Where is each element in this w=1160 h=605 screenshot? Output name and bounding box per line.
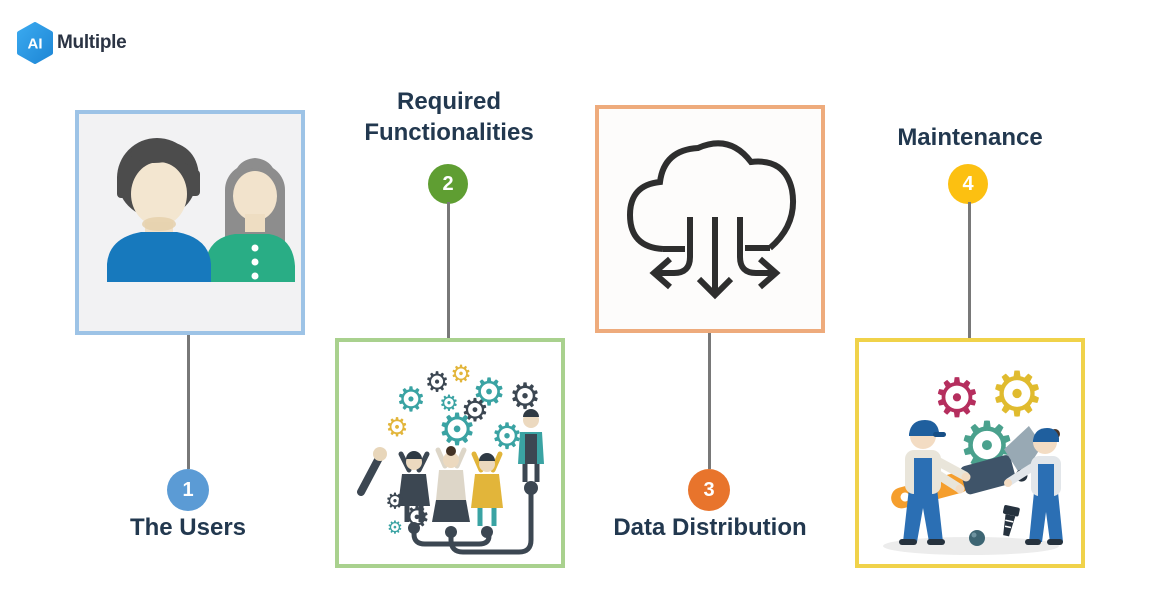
two-users-illustration <box>107 138 295 282</box>
step-2-number-badge: 2 <box>428 164 468 204</box>
step-1-number-badge: 1 <box>167 469 209 511</box>
logo-brand-name: Multiple <box>57 32 127 53</box>
logo-hexagon-icon: AI <box>17 22 53 64</box>
step-3-label: Data Distribution <box>613 514 807 541</box>
connector-line-3 <box>708 333 711 469</box>
users-box <box>75 110 305 335</box>
svg-text:⚙: ⚙ <box>385 413 408 443</box>
connector-line-4 <box>968 202 971 338</box>
maintenance-box: ⚙ ⚙ ⚙ <box>855 338 1085 568</box>
svg-text:⚙: ⚙ <box>385 490 405 515</box>
svg-text:⚙: ⚙ <box>424 366 449 399</box>
svg-text:⚙: ⚙ <box>396 380 426 420</box>
svg-text:⚙: ⚙ <box>989 358 1045 431</box>
step-4-number-badge: 4 <box>948 164 988 204</box>
cloud-distribution-icon <box>626 140 796 300</box>
brand-logo: AI Multiple <box>16 22 127 64</box>
data-distribution-box <box>595 105 825 333</box>
svg-text:⚙: ⚙ <box>450 360 472 388</box>
svg-text:⚙: ⚙ <box>933 367 981 430</box>
workers-fixing-gears-illustration: ⚙ ⚙ ⚙ <box>883 358 1063 555</box>
step-4-label: Maintenance <box>897 124 1043 151</box>
svg-text:⚙: ⚙ <box>387 518 403 539</box>
svg-text:⚙: ⚙ <box>404 501 431 536</box>
step-1-label: The Users <box>129 514 247 541</box>
svg-text:⚙: ⚙ <box>491 417 523 458</box>
svg-text:⚙: ⚙ <box>437 405 476 456</box>
svg-text:⚙: ⚙ <box>472 370 506 414</box>
logo-badge-text: AI <box>28 36 43 53</box>
functionalities-box: ⚙ ⚙ ⚙ ⚙ ⚙ ⚙ ⚙ ⚙ ⚙ ⚙ <box>335 338 565 568</box>
svg-text:⚙: ⚙ <box>439 392 459 417</box>
svg-text:⚙: ⚙ <box>461 391 490 429</box>
connector-line-2 <box>447 202 450 338</box>
step-2-label: Required Functionalities <box>364 88 534 146</box>
connector-line-1 <box>187 335 190 469</box>
step-3-number-badge: 3 <box>688 469 730 511</box>
team-building-gears-illustration: ⚙ ⚙ ⚙ ⚙ ⚙ ⚙ ⚙ ⚙ ⚙ ⚙ <box>357 360 544 555</box>
